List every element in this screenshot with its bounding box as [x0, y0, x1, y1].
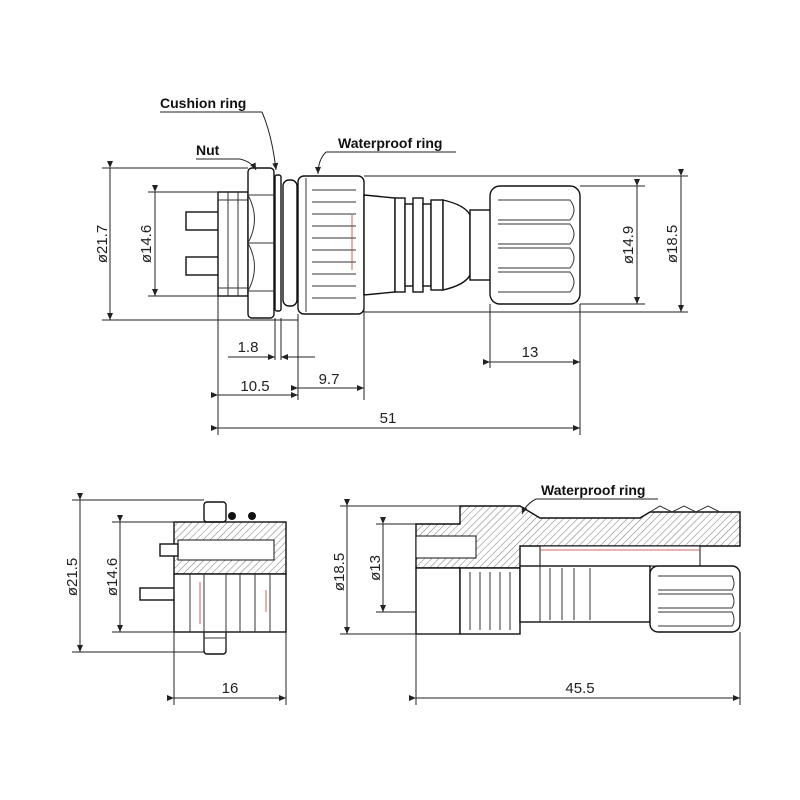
- cable-clamp: [489, 185, 581, 305]
- label-nut: Nut: [196, 142, 220, 158]
- dim-label-10-5: 10.5: [240, 378, 269, 395]
- dim-51: 51: [211, 410, 580, 431]
- dim-label-d18-5-bottom: ø18.5: [331, 553, 348, 591]
- dim-d13: ø13: [367, 517, 416, 613]
- dim-9-7: 9.7: [291, 295, 365, 400]
- bottom-left-view: ø21.5 ø14.6 16: [64, 493, 287, 705]
- dim-label-13: 13: [522, 344, 539, 361]
- dim-label-d13: ø13: [367, 555, 384, 581]
- callout-waterproof-ring-bottom: Waterproof ring: [521, 482, 658, 515]
- dim-label-9-7: 9.7: [319, 371, 340, 388]
- pin-lower: [185, 256, 223, 276]
- dim-label-d21-5: ø21.5: [64, 558, 81, 596]
- dim-d18-5-bottom: ø18.5: [331, 499, 460, 635]
- dim-10-5: 10.5: [211, 296, 299, 435]
- middle-body: [363, 194, 493, 296]
- dim-d18-5-top: ø18.5: [364, 169, 688, 313]
- callout-nut: Nut: [196, 142, 257, 171]
- plug-section: [415, 505, 741, 635]
- dim-label-d14-6-bottom: ø14.6: [104, 558, 121, 596]
- coupling-knurled: [297, 175, 365, 315]
- dim-d21-7: ø21.7: [94, 161, 298, 321]
- bottom-right-view: ø18.5 ø13 45.5 Waterproof ring: [331, 482, 741, 705]
- dim-label-16: 16: [222, 680, 239, 697]
- dim-label-45-5: 45.5: [565, 680, 594, 697]
- dim-label-d21-7: ø21.7: [94, 225, 111, 263]
- dim-13: 13: [483, 304, 581, 435]
- dim-label-d18-5-top: ø18.5: [664, 225, 681, 263]
- dim-label-d14-9: ø14.9: [620, 226, 637, 264]
- label-cushion-ring: Cushion ring: [160, 95, 246, 111]
- dim-d14-6-bottom: ø14.6: [104, 515, 174, 633]
- flange-ring: [282, 179, 298, 307]
- dim-label-d14-6-top: ø14.6: [138, 225, 155, 263]
- label-waterproof-ring-bottom: Waterproof ring: [541, 482, 645, 498]
- callout-waterproof-ring-top: Waterproof ring: [315, 135, 456, 175]
- pin-upper: [185, 211, 223, 231]
- label-waterproof-ring-top: Waterproof ring: [338, 135, 442, 151]
- top-view: ø21.7 ø14.6 ø14.9 ø18.5 1.: [94, 95, 688, 435]
- dim-d14-9: ø14.9: [580, 179, 645, 305]
- socket-body: [217, 191, 249, 297]
- dim-label-1-8: 1.8: [238, 339, 259, 356]
- nut: [247, 167, 275, 319]
- dim-1-8: 1.8: [228, 318, 315, 360]
- dim-45-5: 45.5: [409, 632, 741, 705]
- cushion-ring: [274, 174, 282, 312]
- dim-d14-6-top: ø14.6: [138, 185, 218, 297]
- socket-section: [139, 512, 287, 650]
- callout-cushion-ring: Cushion ring: [160, 95, 279, 171]
- dim-16: 16: [167, 632, 287, 705]
- dim-label-51: 51: [380, 410, 397, 427]
- dim-d21-5: ø21.5: [64, 493, 204, 653]
